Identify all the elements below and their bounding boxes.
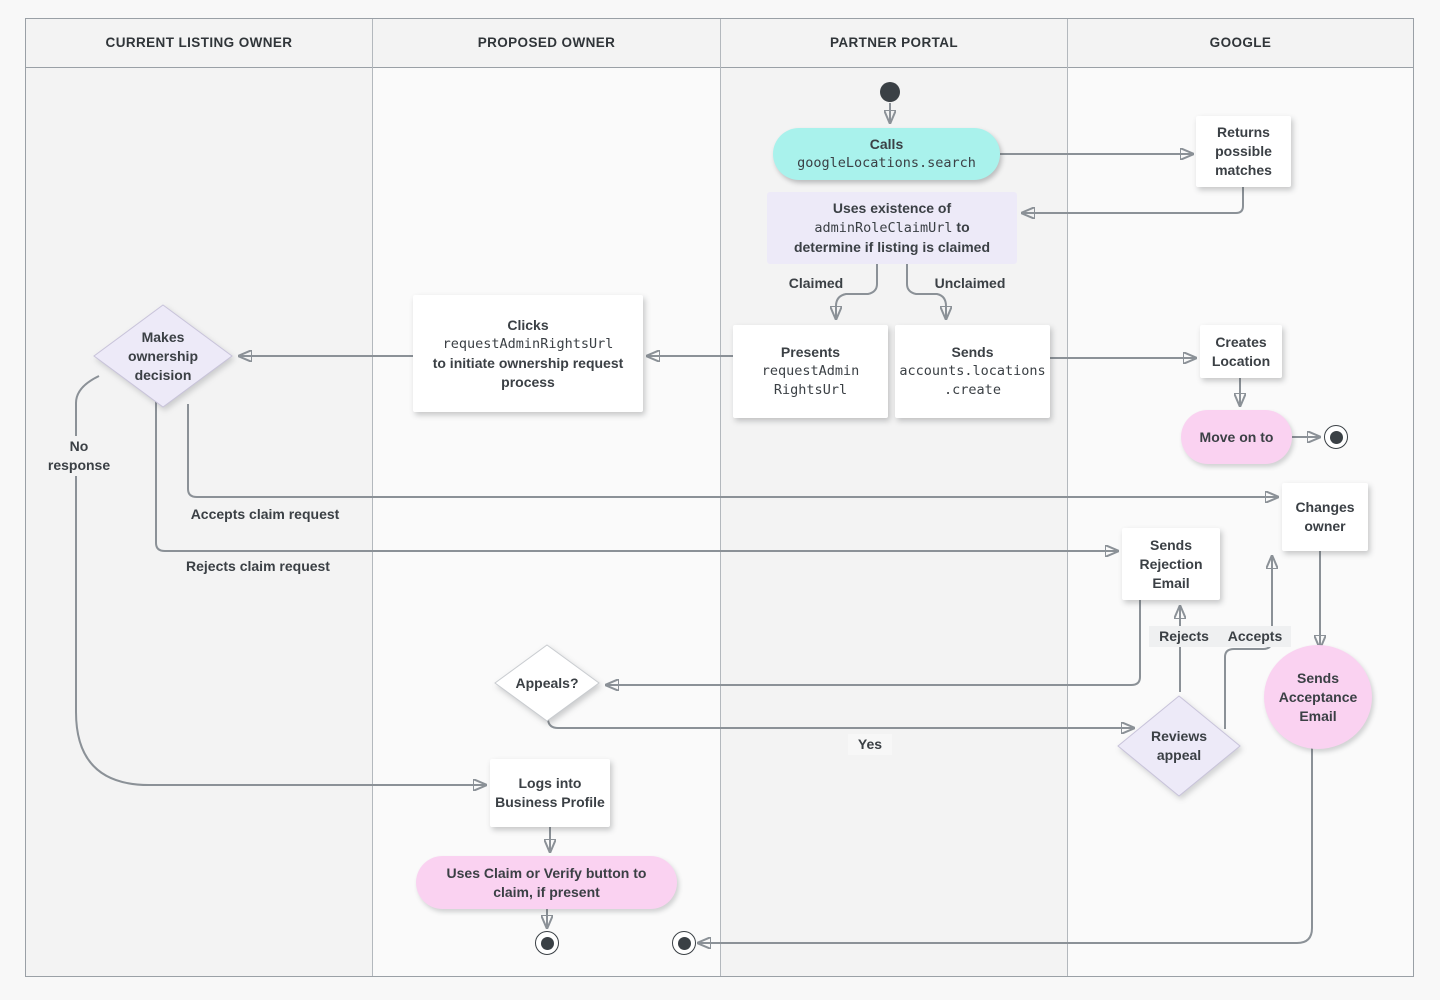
edge-label-accepts-claim-request: Accepts claim request bbox=[190, 506, 340, 522]
node-title: Calls bbox=[869, 136, 904, 152]
node-code: .create bbox=[944, 382, 1001, 398]
start-node bbox=[880, 82, 900, 102]
node-sends-rejection-email: Sends Rejection Email bbox=[1122, 528, 1220, 600]
node-code: adminRoleClaimUrl bbox=[814, 220, 953, 236]
node-label: Uses Claim or Verify button to claim, if… bbox=[446, 864, 647, 900]
node-appeals: Appeals? bbox=[494, 644, 600, 722]
edge-label-rejects: Rejects bbox=[1149, 626, 1219, 647]
lane-header-partner-portal: PARTNER PORTAL bbox=[721, 18, 1067, 68]
node-title: Presents bbox=[780, 344, 841, 360]
edge-no-response bbox=[75, 375, 485, 785]
node-reviews-appeal: Reviews appeal bbox=[1117, 695, 1241, 797]
node-text-post: to initiate ownership request process bbox=[432, 354, 624, 390]
node-sends-accounts-locations-create: Sends accounts.locations .create bbox=[895, 325, 1050, 418]
node-label: Appeals? bbox=[515, 674, 579, 691]
node-logs-into-business-profile: Logs into Business Profile bbox=[490, 759, 610, 827]
edge-label-unclaimed: Unclaimed bbox=[934, 275, 1006, 291]
end-node-unclaimed bbox=[1324, 425, 1348, 449]
node-label: Returns possible matches bbox=[1215, 124, 1272, 178]
node-label: Logs into Business Profile bbox=[495, 775, 605, 810]
node-code: googleLocations.search bbox=[797, 155, 976, 171]
edge-accepts-claim bbox=[187, 404, 1277, 497]
node-creates-location: Creates Location bbox=[1200, 325, 1282, 378]
edge-acceptance-to-end bbox=[699, 748, 1313, 943]
node-code: requestAdmin bbox=[761, 363, 860, 379]
edge-label-rejects-claim-request: Rejects claim request bbox=[186, 558, 330, 574]
edge-rejection-to-appeals bbox=[607, 600, 1141, 685]
end-node-dot bbox=[540, 936, 554, 950]
node-label: Makes ownership decision bbox=[127, 328, 198, 383]
node-label: Reviews appeal bbox=[1150, 728, 1208, 763]
edge-returns-to-uses-existence bbox=[1023, 187, 1244, 213]
node-label: Sends Rejection Email bbox=[1139, 536, 1203, 591]
node-text-pre: Uses existence of bbox=[832, 200, 952, 216]
node-code: RightsUrl bbox=[773, 382, 848, 398]
node-makes-ownership-decision: Makes ownership decision bbox=[93, 304, 233, 408]
node-uses-claim-or-verify: Uses Claim or Verify button to claim, if… bbox=[416, 856, 677, 909]
node-label: Sends Acceptance Email bbox=[1278, 669, 1358, 724]
node-text-post: determine if listing is claimed bbox=[793, 239, 991, 255]
lane-header-google: GOOGLE bbox=[1068, 18, 1413, 68]
node-move-on-to: Move on to bbox=[1181, 410, 1292, 464]
lane-current-listing-owner: CURRENT LISTING OWNER bbox=[25, 18, 372, 977]
end-node-acceptance bbox=[672, 931, 696, 955]
node-label: Move on to bbox=[1199, 428, 1274, 445]
node-text-code-line: adminRoleClaimUrl to bbox=[814, 218, 969, 238]
node-label: Creates Location bbox=[1211, 333, 1271, 369]
edge-unclaimed bbox=[906, 264, 946, 318]
edge-claimed bbox=[836, 264, 878, 318]
node-uses-existence: Uses existence of adminRoleClaimUrl to d… bbox=[767, 192, 1017, 264]
edge-rejects-claim bbox=[155, 398, 1117, 551]
node-text-mid: to bbox=[952, 219, 970, 235]
node-clicks-requestadminrightsurl: Clicks requestAdminRightsUrl to initiate… bbox=[413, 295, 643, 412]
node-changes-owner: Changes owner bbox=[1282, 483, 1368, 551]
diamond-shape bbox=[93, 304, 233, 408]
node-sends-acceptance-email: Sends Acceptance Email bbox=[1264, 645, 1372, 749]
end-node-dot bbox=[1329, 430, 1343, 444]
lane-body-current-listing-owner bbox=[26, 68, 372, 977]
edge-label-no-response: No response bbox=[34, 436, 124, 476]
node-title: Sends bbox=[951, 344, 994, 360]
edge-appeals-yes bbox=[547, 719, 1133, 728]
node-returns-possible-matches: Returns possible matches bbox=[1196, 116, 1291, 187]
edge-label-claimed: Claimed bbox=[788, 275, 844, 291]
diamond-shape bbox=[494, 644, 600, 722]
lane-header-current-listing-owner: CURRENT LISTING OWNER bbox=[26, 18, 372, 68]
end-node-claim bbox=[535, 931, 559, 955]
diamond-shape bbox=[1117, 695, 1241, 797]
node-calls-googlelocations-search: Calls googleLocations.search bbox=[773, 128, 1000, 180]
node-presents-requestadminrightsurl: Presents requestAdmin RightsUrl bbox=[733, 325, 888, 418]
node-code: accounts.locations bbox=[899, 363, 1046, 379]
lane-header-proposed-owner: PROPOSED OWNER bbox=[373, 18, 720, 68]
edge-label-yes: Yes bbox=[848, 734, 892, 755]
edge-label-accepts: Accepts bbox=[1219, 626, 1291, 647]
node-code: requestAdminRightsUrl bbox=[442, 335, 614, 352]
end-node-dot bbox=[677, 936, 691, 950]
node-title: Clicks bbox=[507, 316, 549, 333]
node-label: Changes owner bbox=[1295, 499, 1355, 534]
